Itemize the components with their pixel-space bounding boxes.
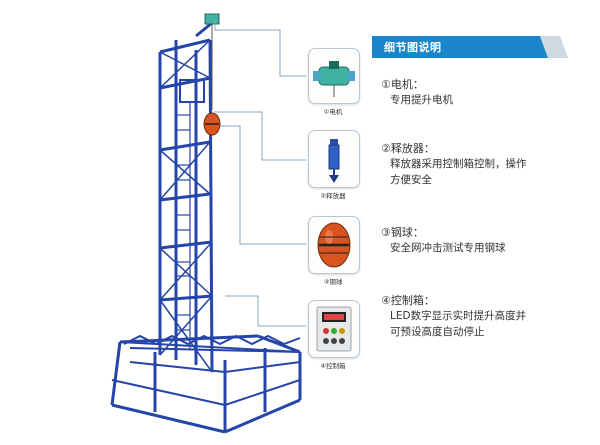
detail-caption-releaser: ②释放器: [320, 192, 346, 200]
detail-line-releaser-1: 释放器采用控制箱控制，操作: [390, 158, 527, 170]
motor-icon: [313, 61, 355, 97]
detail-line-control-box-1: LED数字显示实时提升高度并: [390, 310, 527, 322]
detail-line-control-box-2: 可预设高度自动停止: [390, 326, 485, 338]
detail-line-steel-ball-1: 安全网冲击测试专用钢球: [390, 242, 506, 254]
detail-caption-steel-ball: ③钢球: [323, 278, 343, 286]
detail-title-motor: ①电机：: [381, 78, 424, 91]
releaser-icon: [328, 139, 340, 183]
cross-bracing: [159, 39, 213, 373]
top-arm: [195, 13, 220, 110]
base-platform: [110, 334, 302, 434]
section-title: 细节图说明: [384, 41, 442, 54]
detail-card-motor: [308, 48, 360, 104]
steel-ball-icon: [317, 222, 351, 268]
ladder: [175, 100, 191, 350]
detail-card-steel-ball: [308, 216, 360, 274]
detail-title-releaser: ②释放器：: [381, 142, 435, 155]
detail-caption-control-box: ④控制箱: [320, 362, 346, 370]
detail-card-control-box: [308, 300, 360, 358]
header-banner: [372, 36, 548, 58]
winch-cage: [179, 79, 205, 103]
control-box-icon: [316, 306, 352, 352]
detail-title-steel-ball: ③钢球：: [381, 226, 424, 239]
leader-lines: [214, 20, 306, 327]
hanging-steel-ball: [203, 112, 221, 136]
detail-title-control-box: ④控制箱：: [381, 294, 435, 307]
detail-caption-motor: ①电机: [323, 108, 343, 116]
detail-line-motor-1: 专用提升电机: [390, 94, 453, 106]
detail-line-releaser-2: 方便安全: [390, 174, 432, 186]
detail-card-releaser: [308, 130, 360, 188]
